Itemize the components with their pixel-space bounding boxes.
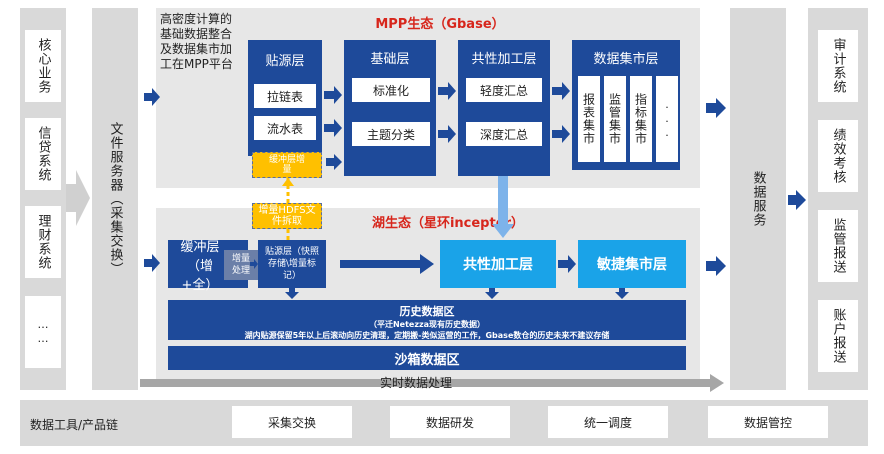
lake-hdfs-increment: 增量HDFS文件拆取 xyxy=(252,203,322,229)
arrow-service-to-consumers xyxy=(788,190,806,210)
mpp-common-title: 共性加工层 xyxy=(471,52,537,67)
realtime-label: 实时数据处理 xyxy=(380,376,453,390)
history-title: 历史数据区 xyxy=(399,305,455,318)
lake-buffer-layer: 缓冲层（增+全） xyxy=(168,240,248,293)
toolchain-label: 数据工具/产品链 xyxy=(30,418,119,432)
source-flow-chevron xyxy=(66,170,90,226)
mpp-mart-title: 数据集市层 xyxy=(593,52,659,67)
mart-report: 报表集市 xyxy=(578,76,600,162)
file-service-column: 文件服务器（采集交换） xyxy=(92,8,138,390)
mpp-title: MPP生态（Gbase） xyxy=(375,17,505,32)
history-zone: 历史数据区 （平迁Netezza现有历史数据） 湖内贴源保留5年以上后滚动向历史… xyxy=(168,300,686,340)
lake-common-layer: 共性加工层 xyxy=(440,240,556,288)
consumer-regulatory-report: 监管报送 xyxy=(818,210,858,282)
mpp-paste-title: 贴源层 xyxy=(265,54,305,69)
mart-indicator: 指标集市 xyxy=(630,76,652,162)
mpp-base-title: 基础层 xyxy=(370,52,410,67)
mpp-common-layer: 共性加工层 xyxy=(458,40,550,176)
source-more: …… xyxy=(25,296,61,368)
source-wealth-system: 理财系统 xyxy=(25,206,61,278)
arrow-lake-to-service xyxy=(706,256,726,276)
tool-data-dev[interactable]: 数据研发 xyxy=(390,406,510,438)
history-description: 湖内贴源保留5年以上后滚动向历史清理，定期搬-类似运营的工作，Gbase数仓的历… xyxy=(244,331,610,340)
lake-increment-process: 增量处理 xyxy=(224,250,258,280)
data-service-column: 数据服务 xyxy=(730,8,786,390)
mpp-buffer-increment: 缓冲层增量 xyxy=(252,152,322,178)
mart-more: ... xyxy=(656,76,678,162)
mpp-base-standardize: 标准化 xyxy=(352,78,430,102)
source-credit-system: 信贷系统 xyxy=(25,118,61,190)
tool-data-governance[interactable]: 数据管控 xyxy=(708,406,828,438)
data-service-label: 数据服务 xyxy=(750,171,766,227)
consumer-performance: 绩效考核 xyxy=(818,120,858,192)
mpp-paste-flow-table: 流水表 xyxy=(254,116,316,140)
arrow-mart-to-service xyxy=(706,98,726,118)
mpp-base-layer: 基础层 xyxy=(344,40,436,176)
source-core-business: 核心业务 xyxy=(25,30,61,102)
mpp-common-deep-summary: 深度汇总 xyxy=(466,122,542,146)
tool-unified-schedule[interactable]: 统一调度 xyxy=(548,406,668,438)
mpp-base-subject: 主题分类 xyxy=(352,122,430,146)
history-subtitle: （平迁Netezza现有历史数据） xyxy=(368,320,486,329)
realtime-arrow xyxy=(140,374,724,392)
mpp-note: 高密度计算的基础数据整合及数据集市加工在MPP平台 xyxy=(160,12,233,71)
lake-agile-mart-layer: 敏捷集市层 xyxy=(578,240,686,288)
mpp-common-light-summary: 轻度汇总 xyxy=(466,78,542,102)
lake-title: 湖生态（星环inceptor） xyxy=(371,216,525,231)
mpp-paste-zipper-table: 拉链表 xyxy=(254,84,316,108)
consumer-account-report: 账户报送 xyxy=(818,300,858,372)
file-service-label: 文件服务器（采集交换） xyxy=(107,122,123,276)
tool-collect-exchange[interactable]: 采集交换 xyxy=(232,406,352,438)
consumer-audit-system: 审计系统 xyxy=(818,30,858,102)
sandbox-zone: 沙箱数据区 xyxy=(168,346,686,370)
lake-paste-layer: 贴源层（快照存储\增量标记） xyxy=(258,240,326,288)
mart-regulatory: 监管集市 xyxy=(604,76,626,162)
